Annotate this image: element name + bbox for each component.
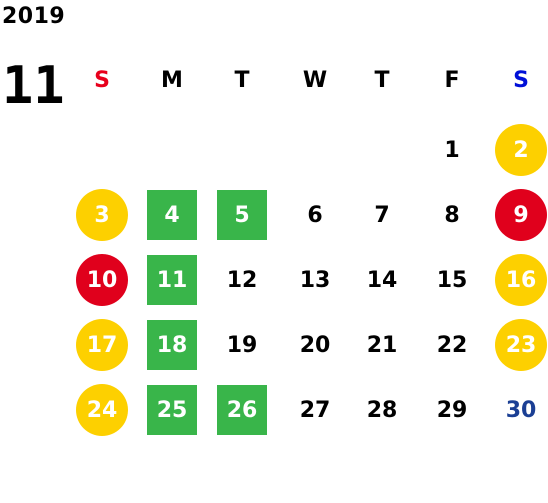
- weekday-label-tuesday: T: [234, 68, 250, 93]
- weekday-label-monday: M: [161, 68, 183, 93]
- calendar-day-14[interactable]: 14: [366, 267, 398, 293]
- weekday-label-wednesday: W: [302, 68, 328, 93]
- calendar-day-26[interactable]: 26: [217, 385, 267, 435]
- calendar-day-2[interactable]: 2: [495, 124, 547, 176]
- calendar-day-24[interactable]: 24: [76, 384, 128, 436]
- calendar-day-7[interactable]: 7: [374, 202, 390, 228]
- calendar-day-21[interactable]: 21: [366, 332, 398, 358]
- calendar-day-18[interactable]: 18: [147, 320, 197, 370]
- calendar-day-27[interactable]: 27: [299, 397, 331, 423]
- weekday-label-sunday: S: [94, 68, 110, 93]
- weekday-label-thursday: T: [374, 68, 390, 93]
- calendar-day-19[interactable]: 19: [226, 332, 258, 358]
- calendar-day-5[interactable]: 5: [217, 190, 267, 240]
- weekday-label-friday: F: [444, 68, 460, 93]
- calendar-day-8[interactable]: 8: [444, 202, 460, 228]
- calendar-day-4[interactable]: 4: [147, 190, 197, 240]
- calendar-day-1[interactable]: 1: [444, 137, 460, 163]
- calendar-day-3[interactable]: 3: [76, 189, 128, 241]
- calendar-day-28[interactable]: 28: [366, 397, 398, 423]
- calendar-day-16[interactable]: 16: [495, 254, 547, 306]
- calendar-day-30[interactable]: 30: [505, 397, 537, 423]
- calendar-day-20[interactable]: 20: [299, 332, 331, 358]
- calendar-day-13[interactable]: 13: [299, 267, 331, 293]
- calendar-day-12[interactable]: 12: [226, 267, 258, 293]
- calendar-year: 2019: [2, 4, 66, 29]
- calendar-day-9[interactable]: 9: [495, 189, 547, 241]
- calendar-day-10[interactable]: 10: [76, 254, 128, 306]
- calendar-day-29[interactable]: 29: [436, 397, 468, 423]
- calendar-day-6[interactable]: 6: [307, 202, 323, 228]
- calendar-day-11[interactable]: 11: [147, 255, 197, 305]
- calendar-month: 11: [2, 56, 65, 116]
- calendar-day-17[interactable]: 17: [76, 319, 128, 371]
- calendar-day-22[interactable]: 22: [436, 332, 468, 358]
- calendar-day-15[interactable]: 15: [436, 267, 468, 293]
- calendar-day-23[interactable]: 23: [495, 319, 547, 371]
- weekday-label-saturday: S: [513, 68, 529, 93]
- calendar-day-25[interactable]: 25: [147, 385, 197, 435]
